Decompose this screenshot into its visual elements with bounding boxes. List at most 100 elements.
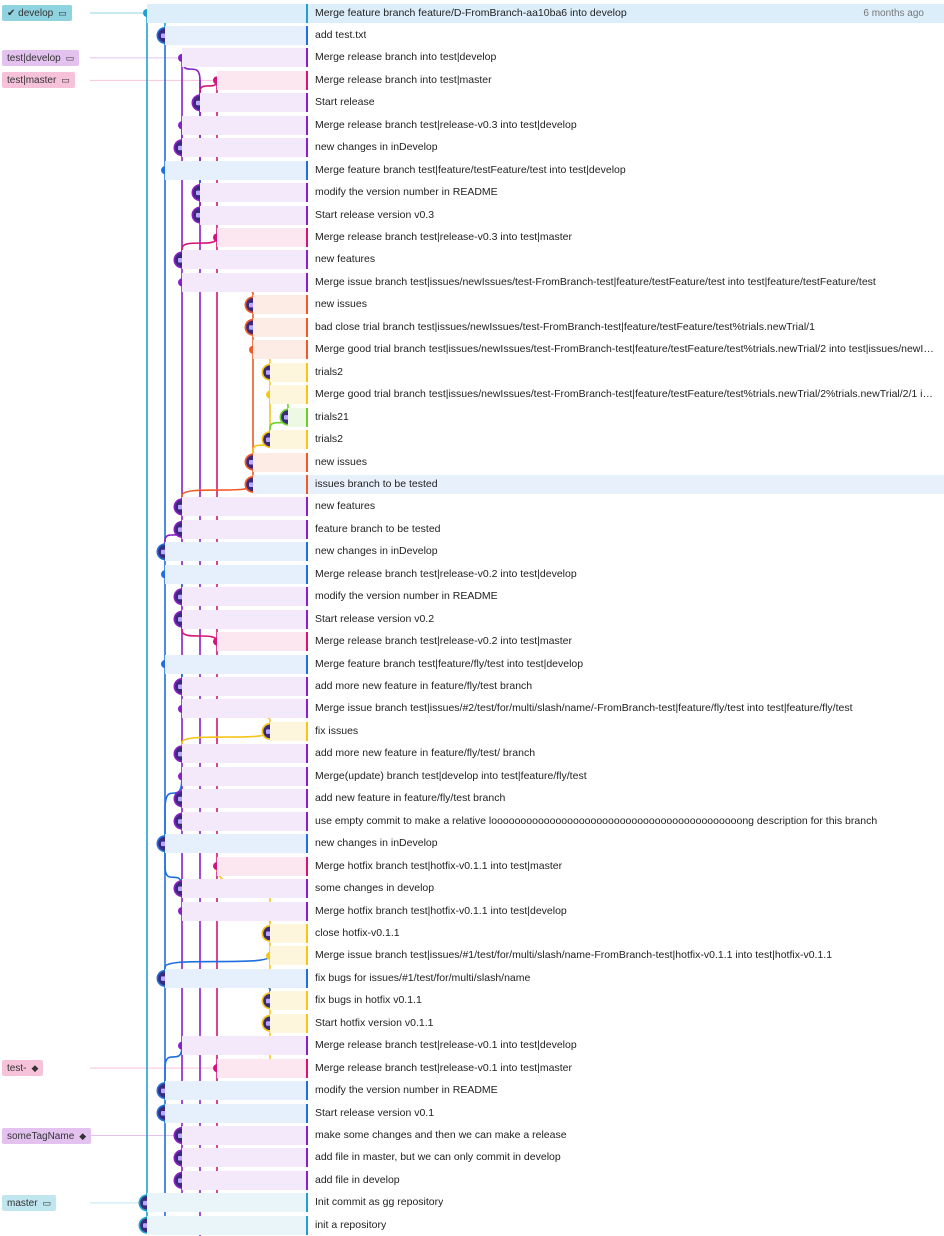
commit-message[interactable]: issues branch to be tested [315, 477, 438, 490]
commit-row-bar [306, 587, 308, 607]
ref-label-sometagname[interactable]: someTagName◆ [2, 1127, 92, 1144]
ref-label-test-develop[interactable]: test|develop▭ [2, 49, 80, 66]
commit-row-bar [306, 1103, 308, 1123]
commit-message[interactable]: Merge issue branch test|issues/#2/test/f… [315, 702, 853, 715]
commit-message[interactable]: Start release version v0.1 [315, 1106, 435, 1119]
commit-message[interactable]: new issues [315, 298, 367, 311]
commit-message[interactable]: Merge hotfix branch test|hotfix-v0.1.1 i… [315, 859, 563, 872]
commit-message[interactable]: Merge release branch test|release-v0.1 i… [315, 1061, 572, 1074]
commit-row-bar [306, 228, 308, 247]
commit-row-bar [306, 991, 308, 1011]
commit-message[interactable]: Merge feature branch test|feature/testFe… [315, 163, 626, 176]
commit-message[interactable]: new issues [315, 455, 367, 468]
commit-message[interactable]: Merge issue branch test|issues/#1/test/f… [315, 949, 833, 962]
commit-row-bar [306, 901, 308, 921]
ref-name: develop [18, 8, 54, 19]
commit-message[interactable]: new changes in inDevelop [315, 545, 438, 558]
laptop-icon: ▭ [61, 75, 70, 86]
commit-row-background [165, 564, 306, 584]
commit-row-bar [306, 654, 308, 674]
commit-message[interactable]: modify the version number in README [315, 1084, 498, 1097]
commit-row-bar [306, 677, 308, 696]
commit-message[interactable]: Start release [315, 96, 375, 109]
commit-message[interactable]: Merge release branch test|release-v0.2 i… [315, 567, 577, 580]
commit-row-background [182, 609, 306, 629]
commit-message[interactable]: fix issues [315, 724, 359, 737]
ref-label-test-[interactable]: test-◆ [2, 1060, 44, 1077]
commit-message[interactable]: feature branch to be tested [315, 522, 441, 535]
commit-message[interactable]: use empty commit to make a relative looo… [315, 814, 878, 827]
commit-row-background [253, 317, 306, 337]
commit-message[interactable]: Merge release branch test|release-v0.2 i… [315, 635, 572, 648]
commit-message[interactable]: Merge release branch test|release-v0.1 i… [315, 1039, 577, 1052]
commit-message[interactable]: new changes in inDevelop [315, 141, 438, 154]
commit-row-bar [306, 183, 308, 203]
commit-message[interactable]: bad close trial branch test|issues/newIs… [315, 320, 815, 333]
commit-row-background [182, 879, 306, 899]
commit-message[interactable]: init a repository [315, 1218, 387, 1231]
commit-message[interactable]: add test.txt [315, 28, 367, 41]
tag-icon: ◆ [79, 1130, 87, 1141]
commit-row-bar [306, 385, 308, 405]
commit-message[interactable]: close hotfix-v0.1.1 [315, 926, 400, 939]
commit-message[interactable]: Merge(update) branch test|develop into t… [315, 769, 587, 782]
commit-row-background [182, 497, 306, 517]
commit-row-background [165, 834, 306, 854]
commit-message[interactable]: Start hotfix version v0.1.1 [315, 1016, 434, 1029]
commit-message[interactable]: trials21 [315, 410, 349, 423]
ref-label-master[interactable]: master▭ [2, 1194, 57, 1211]
commit-message[interactable]: trials2 [315, 365, 344, 378]
commit-message[interactable]: fix bugs in hotfix v0.1.1 [315, 994, 422, 1007]
commit-row-background [147, 1193, 306, 1213]
commit-message[interactable]: make some changes and then we can make a… [315, 1129, 567, 1141]
commit-message[interactable]: Merge good trial branch test|issues/newI… [315, 388, 935, 401]
commit-message[interactable]: Merge release branch into test|master [315, 73, 492, 86]
commit-message[interactable]: Merge release branch test|release-v0.3 i… [315, 231, 572, 243]
ref-name: test|master [7, 75, 57, 87]
commit-row-bar [306, 474, 308, 494]
commit-row-bar [306, 115, 308, 135]
commit-message[interactable]: Init commit as gg repository [315, 1196, 444, 1209]
commit-row-bar [306, 340, 308, 360]
commit-row-background [270, 946, 306, 966]
check-icon: ✔ [7, 8, 19, 19]
commit-message[interactable]: new features [315, 253, 376, 266]
commit-message[interactable]: trials2 [315, 433, 344, 446]
commit-message[interactable]: Merge good trial branch test|issues/newI… [315, 343, 935, 356]
commit-message[interactable]: add file in develop [315, 1173, 400, 1186]
commit-message[interactable]: Start release version v0.2 [315, 612, 435, 625]
ref-label-test-master[interactable]: test|master ▭ [2, 72, 75, 89]
commit-message[interactable]: add new feature in feature/fly/test bran… [315, 792, 506, 805]
commit-message[interactable]: add file in master, but we can only comm… [315, 1151, 561, 1164]
commit-message[interactable]: new changes in inDevelop [315, 837, 438, 850]
commit-message[interactable]: Start release version v0.3 [315, 208, 435, 221]
commit-message[interactable]: Merge feature branch test|feature/fly/te… [315, 657, 584, 670]
commit-message[interactable]: Merge issue branch test|issues/newIssues… [315, 275, 876, 288]
branch-connector [164, 955, 271, 979]
commit-row-bar [306, 811, 308, 831]
commit-message[interactable]: new features [315, 500, 376, 513]
commit-row-background [270, 430, 306, 450]
commit-row-bar [306, 1081, 308, 1101]
commit-row-background [182, 766, 306, 786]
commit-message[interactable]: add more new feature in feature/fly/test… [315, 747, 536, 760]
commit-message[interactable]: Merge hotfix branch test|hotfix-v0.1.1 i… [315, 904, 567, 917]
commit-row-background [165, 1103, 306, 1123]
commit-message[interactable]: Merge feature branch feature/D-FromBranc… [315, 6, 627, 19]
commit-message[interactable]: some changes in develop [315, 882, 435, 895]
branch-connector [216, 866, 271, 934]
branch-connector [164, 1045, 183, 1091]
commit-message[interactable]: add more new feature in feature/fly/test… [315, 680, 533, 692]
commit-message[interactable]: modify the version number in README [315, 186, 498, 199]
commit-message[interactable]: modify the version number in README [315, 590, 498, 603]
commit-row-bar [306, 317, 308, 337]
commit-message[interactable]: Merge release branch test|release-v0.3 i… [315, 118, 577, 131]
commit-row-bar [306, 295, 308, 315]
commit-row-background [217, 70, 306, 90]
commit-row-bar [306, 205, 308, 225]
commit-message[interactable]: Merge release branch into test|develop [315, 51, 497, 64]
ref-label-develop[interactable]: ✔ develop▭ [2, 5, 72, 21]
commit-row-bar [306, 272, 308, 292]
commit-row-background [217, 856, 306, 876]
commit-message[interactable]: fix bugs for issues/#1/test/for/multi/sl… [315, 971, 531, 984]
